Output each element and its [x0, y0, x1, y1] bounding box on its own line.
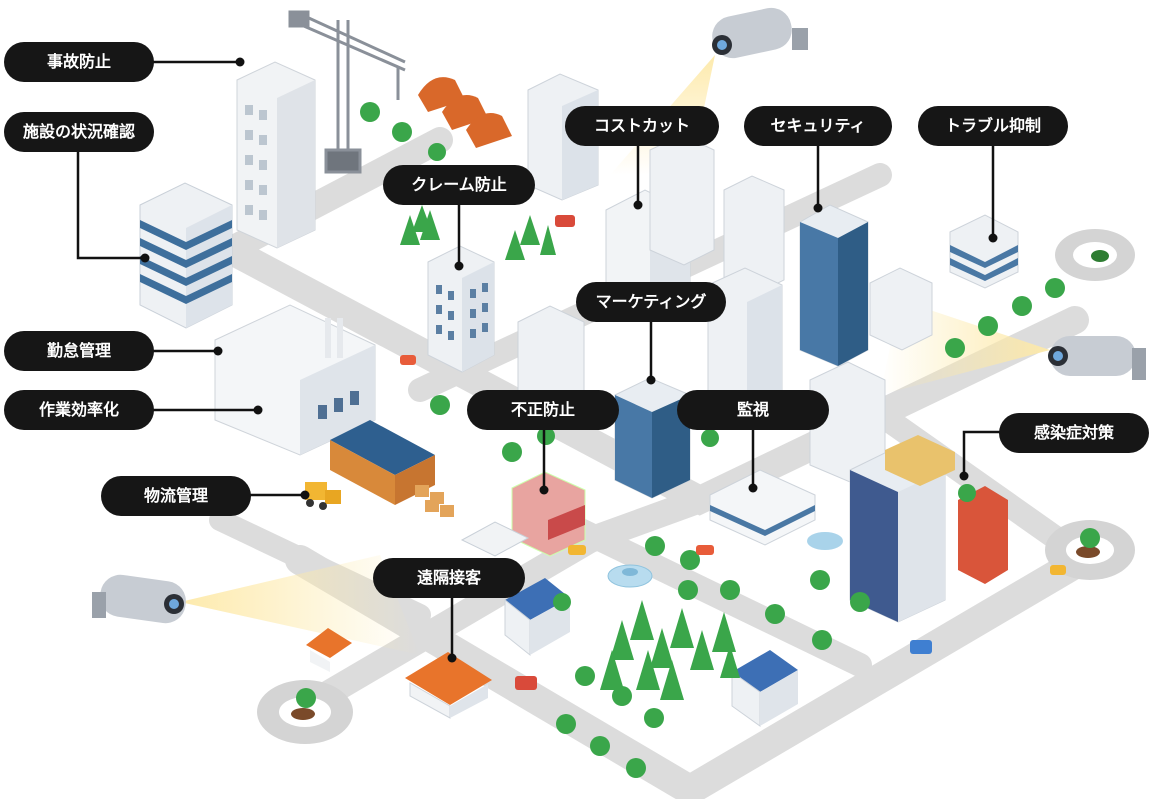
tower-marketing: [517, 267, 783, 419]
label-claim-prevention: クレーム防止: [383, 165, 535, 205]
label-connector-dots: [140, 57, 998, 663]
blue-roof-warehouse: [330, 420, 454, 517]
roundabouts: [257, 229, 1135, 744]
shop-building: [460, 471, 586, 557]
surveillance-camera-icon: [712, 7, 808, 59]
label-trouble-suppression: トラブル抑制: [918, 106, 1068, 146]
label-infection-control: 感染症対策: [999, 413, 1149, 453]
surveillance-camera-icon: [1048, 336, 1146, 380]
label-cost-cut: コストカット: [565, 106, 719, 146]
crane-icon: [288, 10, 406, 174]
label-connectors: [76, 60, 1000, 658]
label-facility-status: 施設の状況確認: [4, 112, 154, 152]
label-attendance-management: 勤怠管理: [4, 331, 154, 371]
label-accident-prevention: 事故防止: [4, 42, 154, 82]
tower-security: [799, 204, 933, 367]
car-icon: [400, 215, 1066, 690]
houses: [306, 578, 798, 727]
label-marketing: マーケティング: [576, 282, 726, 322]
building-trouble: [949, 214, 1019, 289]
building-under-construction: [236, 61, 316, 249]
tower-costcut: [527, 73, 785, 321]
tower-fusei: [614, 377, 691, 499]
label-logistics-management: 物流管理: [101, 476, 251, 516]
label-security: セキュリティ: [744, 106, 892, 146]
label-work-efficiency: 作業効率化: [4, 390, 154, 430]
orange-roof-warehouses: [418, 77, 512, 148]
label-remote-customer-service: 遠隔接客: [373, 558, 525, 598]
label-monitoring: 監視: [677, 390, 829, 430]
tower-kansen: [849, 435, 1008, 623]
tree-icon: [296, 102, 1100, 778]
tower-kanshi: [709, 361, 886, 550]
surveillance-camera-icon: [92, 574, 186, 624]
label-fraud-prevention: 不正防止: [467, 390, 619, 430]
tower-claim: [427, 245, 495, 373]
fountain: [607, 564, 653, 588]
office-tower-left: [139, 182, 233, 329]
forklift-icon: [305, 482, 341, 510]
